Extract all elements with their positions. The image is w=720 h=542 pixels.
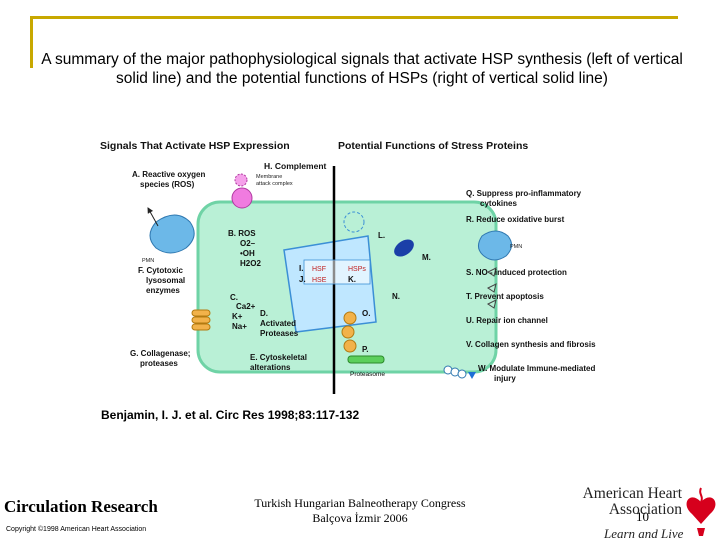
congress-location: Balçova İzmir 2006 bbox=[312, 511, 408, 525]
label-proteasome: Proteasome bbox=[350, 371, 385, 378]
label-g-2: proteases bbox=[140, 359, 178, 368]
label-p: P. bbox=[362, 345, 369, 354]
label-n: N. bbox=[392, 292, 400, 301]
label-i: I. bbox=[299, 264, 303, 273]
aha-tagline: Learn and Live bbox=[604, 526, 684, 541]
label-q-2: cytokines bbox=[480, 199, 517, 208]
left-header: Signals That Activate HSP Expression bbox=[100, 140, 290, 152]
label-pmn-left: PMN bbox=[142, 258, 154, 264]
label-o: O. bbox=[362, 309, 370, 318]
figure-citation: Benjamin, I. J. et al. Circ Res 1998;83:… bbox=[101, 408, 360, 422]
label-j: J. bbox=[299, 275, 306, 284]
antigen-arrow-icon bbox=[468, 372, 476, 379]
journal-logo: Circulation Research bbox=[4, 497, 158, 516]
label-b-2: O2– bbox=[240, 239, 256, 248]
label-g-1: G. Collagenase; bbox=[130, 349, 190, 358]
label-a-2: species (ROS) bbox=[140, 180, 195, 189]
label-c-4: Na+ bbox=[232, 322, 247, 331]
aha-heart-torch-icon bbox=[686, 487, 716, 536]
label-c-2: Ca2+ bbox=[236, 302, 256, 311]
hsp-signaling-figure: Signals That Activate HSP Expression Pot… bbox=[100, 140, 596, 394]
label-b-1: B. ROS bbox=[228, 229, 256, 238]
congress-name: Turkish Hungarian Balneotherapy Congress bbox=[254, 496, 466, 510]
label-b-3: •OH bbox=[240, 249, 255, 258]
label-h: H. Complement bbox=[264, 161, 327, 171]
label-k: K. bbox=[348, 275, 356, 284]
aha-logo-text: American Heart Association bbox=[572, 486, 682, 518]
protein-folding-icon bbox=[341, 311, 357, 353]
pmn-cell-right-icon bbox=[478, 230, 512, 261]
membrane-attack-complex bbox=[231, 187, 253, 209]
membrane-receptor-icons bbox=[487, 267, 497, 309]
label-c-1: C. bbox=[230, 293, 238, 302]
label-d-1: D. bbox=[260, 309, 268, 318]
label-hsf: HSF bbox=[312, 266, 326, 273]
congress-footer: Turkish Hungarian Balneotherapy Congress… bbox=[240, 496, 480, 526]
copyright-notice: Copyright ©1998 American Heart Associati… bbox=[6, 526, 147, 533]
vesicle-icon bbox=[343, 211, 365, 233]
right-header: Potential Functions of Stress Proteins bbox=[338, 140, 528, 152]
label-d-3: Proteases bbox=[260, 329, 299, 338]
label-pmn-right: PMN bbox=[510, 244, 522, 250]
slide-number: 10 bbox=[636, 509, 649, 524]
label-l: L. bbox=[378, 231, 385, 240]
complement-cluster-icon bbox=[234, 173, 248, 187]
label-c-3: K+ bbox=[232, 312, 243, 321]
proteasome-icon bbox=[347, 355, 385, 364]
label-t: T. Prevent apoptosis bbox=[466, 292, 544, 301]
label-w-1: W. Modulate Immune-mediated bbox=[478, 364, 595, 373]
label-hsps: HSPs bbox=[348, 266, 366, 273]
label-f-2: lysosomal bbox=[146, 276, 185, 285]
label-m: M. bbox=[422, 253, 431, 262]
label-e-1: E. Cytoskeletal bbox=[250, 353, 307, 362]
label-e-2: alterations bbox=[250, 363, 291, 372]
label-mac-1: Membrane bbox=[256, 174, 282, 180]
label-r: R. Reduce oxidative burst bbox=[466, 215, 565, 224]
label-w-2: injury bbox=[494, 374, 516, 383]
label-d-2: Activated bbox=[260, 319, 296, 328]
label-hse: HSE bbox=[312, 277, 327, 284]
ion-channel-icon bbox=[191, 309, 211, 331]
antibody-chain-icon bbox=[443, 365, 467, 379]
title-frame-left-rule bbox=[30, 16, 33, 68]
label-f-1: F. Cytotoxic bbox=[138, 266, 183, 275]
label-s: S. NO - induced protection bbox=[466, 268, 567, 277]
ros-arrow-icon bbox=[147, 207, 159, 227]
label-b-4: H2O2 bbox=[240, 259, 261, 268]
aha-line-2: Association bbox=[608, 501, 682, 518]
title-frame-top-rule bbox=[30, 16, 678, 19]
slide-title: A summary of the major pathophysiologica… bbox=[41, 51, 683, 87]
aha-line-1: American Heart bbox=[582, 485, 682, 502]
hsf-hse-box bbox=[303, 259, 371, 285]
label-v: V. Collagen synthesis and fibrosis bbox=[466, 340, 596, 349]
mitochondrion-icon bbox=[394, 239, 414, 257]
pmn-cell-left-icon bbox=[149, 214, 195, 254]
label-q-1: Q. Suppress pro-inflammatory bbox=[466, 189, 582, 198]
label-f-3: enzymes bbox=[146, 286, 180, 295]
label-a-1: A. Reactive oxygen bbox=[132, 170, 205, 179]
label-u: U. Repair ion channel bbox=[466, 316, 548, 325]
label-mac-2: attack complex bbox=[256, 181, 293, 187]
